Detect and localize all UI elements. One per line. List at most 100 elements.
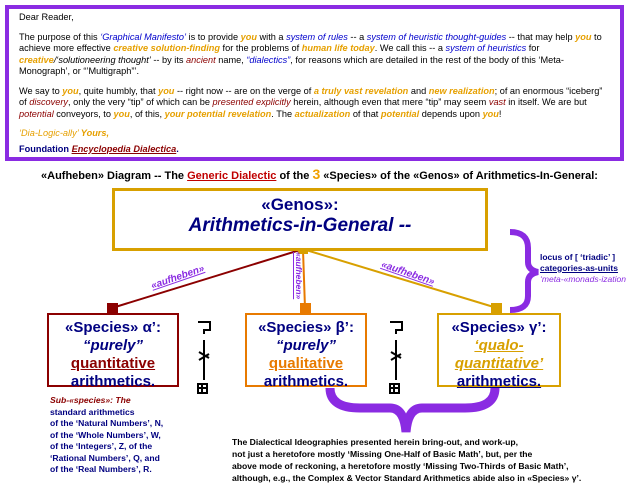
letter-signoff: ‘Dia-Logic-ally’ Yours, [19,128,610,140]
letter-p1-segment: creative [19,54,54,65]
title-three: 3 [312,166,321,182]
subspecies-line-2: standard arithmetics [50,406,135,417]
species-alpha-box: «Species» α’: “purely” quantitative arit… [47,313,179,390]
letter-p1-segment: you [240,31,257,42]
title-mid-2: of the [276,170,313,182]
foundation-name: Encyclopedia Dialectica [71,143,177,154]
species-beta-line3: arithmetics. [263,373,349,390]
letter-p2-segment: and [408,85,429,96]
genos-box: «Genos»: Arithmetics-in-General -- [112,188,488,251]
signoff-yours: Yours, [80,128,110,138]
glyph-mark-1 [197,321,211,394]
letter-p1-segment: . We call this -- a [374,43,446,53]
letter-p2-segment: discovery [29,97,69,107]
letter-p2-segment: of that [350,108,381,119]
species-gamma-box: «Species» γ’: ‘qualo- quantitative’ arit… [437,313,561,390]
letter-p2-segment: , quite humbly, that [78,85,159,96]
letter-p1-segment: human life today [301,43,375,53]
edge-to-gamma [305,249,498,309]
letter-p2-segment: herein, although even that mere “tip” ma… [290,97,489,107]
genos-label: «Genos»: [261,195,339,214]
letter-p2-segment: We say to [19,85,63,96]
letter-p1-segment: system of heuristics [445,43,527,53]
letter-p2-segment: -- right now -- are on the verge of [174,85,314,96]
letter-p2-segment: you [158,85,175,96]
letter-p1-segment: -- a [347,31,367,42]
letter-p1-segment: The purpose of this [19,31,101,42]
bottom-brace [325,387,500,433]
letter-p2-segment: presented explicitly [212,97,291,107]
genos-title: Arithmetics-in-General -- [188,215,412,236]
alpha-node [107,303,118,313]
letter-greeting: Dear Reader, [19,12,74,22]
letter-p1-segment: to achieve more effective [19,31,602,54]
intro-letter-box: Dear Reader, The purpose of this ‘Graphi… [5,5,624,161]
letter-p2-segment: . The [271,108,295,119]
bottom-note-line-3: above mode of reckoning, a heretofore mo… [232,461,569,471]
title-generic-dialectic: Generic Dialectic [187,170,277,182]
letter-p2-segment: potential [19,108,54,119]
letter-p1-segment: ‘Graphical Manifesto’ [100,31,186,42]
letter-p2-segment: your potential revelation [164,108,272,119]
letter-p2-segment: potential [380,108,420,119]
letter-p1-segment: /‘solutioneering thought’ [53,54,151,65]
subspecies-note: Sub-«species»: The standard arithmetics … [50,395,200,476]
bottom-note-line-1: The Dialectical Ideographies presented h… [232,437,519,447]
signoff-dialogically: ‘Dia-Logic-ally’ [19,128,81,138]
foundation-word: Foundation [19,143,72,154]
subspecies-line-1: Sub-«species»: The [50,395,131,405]
letter-p1-segment: for [526,43,540,53]
letter-p1-segment: with a [256,31,287,42]
letter-p2-segment: actualization [294,108,351,119]
letter-p1-segment: -- that may help [506,31,576,42]
letter-p2-segment: you [62,85,79,96]
title-mid-1: -- The [151,170,188,182]
locus-line-2: categories-as-units [540,263,618,273]
subspecies-line-3: of the ‘Natural Numbers’, N, [50,418,164,428]
bottom-note: The Dialectical Ideographies presented h… [232,436,637,484]
letter-p1-segment: name, [215,54,247,65]
species-gamma-head: «Species» γ’: [451,319,547,336]
species-gamma-line1: ‘qualo- [474,337,524,354]
letter-p1-segment: you [575,31,592,42]
letter-p2-segment: , only the very “tip” of which can be [68,97,213,107]
gamma-node [491,303,502,313]
letter-p2-segment: in itself. We are but [505,97,587,107]
letter-p2-segment: , of this, [129,108,165,119]
subspecies-line-4: of the ‘Whole Numbers’, W, [50,429,161,440]
letter-p1-segment: -- by its [150,54,187,65]
subspecies-line-5: of the ‘Integers’, Z, of the [50,441,153,451]
title-prefix: «Aufheben» Diagram [41,170,152,182]
edge-label-middle: «aufheben» [294,252,304,300]
letter-p2-segment: you [482,108,499,119]
beta-node [300,303,311,313]
species-gamma-line2: quantitative’ [454,355,544,372]
letter-p1-segment: , for reasons which are detailed in the … [19,54,564,77]
species-beta-line1: “purely” [275,337,336,354]
letter-p1-segment: for the problems of [220,43,302,53]
letter-p1-segment: ancient [186,54,216,65]
species-alpha-line2: quantitative [70,355,156,372]
bottom-note-line-2: not just a heretofore mostly ‘Missing On… [232,449,533,459]
bottom-note-line-4: although, e.g., the Complex & Vector Sta… [232,473,582,483]
subspecies-line-7: of the ‘Real Numbers’, R. [50,464,152,474]
foundation-period: . [176,143,179,154]
edge-to-alpha [111,249,301,309]
glyph-mark-2 [389,321,403,394]
species-beta-box: «Species» β’: “purely” qualitative arith… [245,313,367,390]
letter-p2-segment: vast [488,97,506,107]
letter-p2-segment: a truly vast revelation [313,85,409,96]
letter-p2-segment: depends upon [419,108,483,119]
locus-line-1: locus of [ ‘triadic’ ] [540,252,616,262]
species-alpha-head: «Species» α’: [65,319,161,336]
edge-to-beta [302,249,306,309]
species-alpha-line3: arithmetics. [70,373,156,390]
species-beta-head: «Species» β’: [258,319,354,336]
right-brace [509,229,539,313]
letter-p2-segment: new realization [428,85,495,96]
letter-p1-segment: is to provide [186,31,241,42]
letter-p2-segment: ; of an enormous “iceberg” of [19,85,603,108]
letter-p2-segment: conveyors, to [53,108,114,119]
diagram-title: «Aufheben» Diagram -- The Generic Dialec… [0,166,639,182]
